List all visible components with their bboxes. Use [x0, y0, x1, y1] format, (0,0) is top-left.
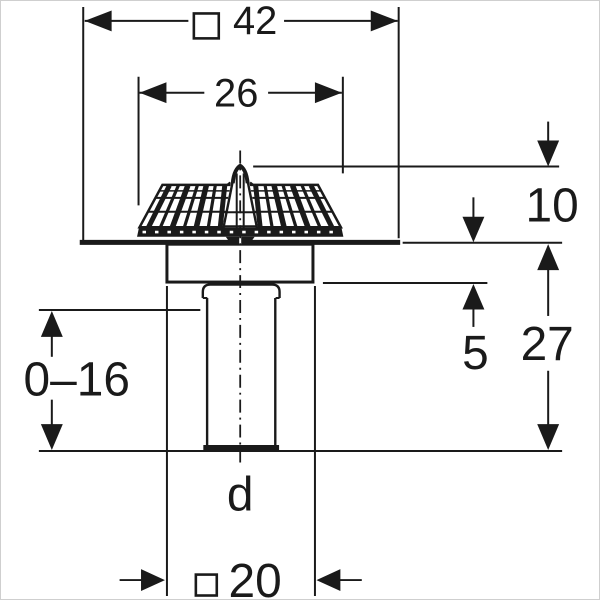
strainer-width-value: 26 [214, 72, 258, 116]
overall-width-value: 42 [233, 1, 277, 43]
dim-strainer-width: 26 [137, 72, 344, 206]
arrow-down-icon [40, 424, 63, 450]
arrow-up-icon [537, 244, 560, 271]
arrow-right-icon [314, 82, 342, 104]
arrow-left-icon [316, 569, 341, 592]
outlet-diameter-label: d [227, 468, 254, 521]
collar-height-value: 5 [462, 327, 489, 380]
spire-tip [230, 163, 250, 184]
strainer-bars [146, 184, 335, 229]
dim-strainer-height: 10 [253, 121, 579, 232]
adjustment-range-value: 0–16 [24, 354, 130, 407]
arrow-down-icon [462, 216, 485, 243]
pipe-length-value: 27 [521, 318, 574, 371]
outlet-width-value: 20 [229, 555, 282, 599]
square-symbol-icon [194, 573, 219, 597]
arrow-down-icon [537, 424, 560, 450]
arrow-up-icon [462, 284, 485, 310]
arrow-left-icon [139, 82, 167, 104]
spire-whisker [249, 181, 257, 188]
arrow-up-icon [40, 310, 63, 337]
arrow-right-icon [370, 10, 398, 32]
strainer-height-value: 10 [526, 179, 579, 232]
square-symbol-icon [192, 12, 221, 40]
dim-pipe-length: 27 [38, 241, 574, 452]
arrow-down-icon [537, 140, 560, 167]
arrow-right-icon [141, 569, 165, 592]
arrow-left-icon [84, 10, 112, 32]
dim-outlet-width: 20 [119, 286, 362, 599]
pipe-socket [201, 283, 281, 299]
dim-collar-height: 5 [322, 197, 489, 380]
spire-whisker [224, 181, 231, 188]
outlet-pipe [201, 283, 281, 450]
dim-adjustment-range: 0–16 [24, 308, 201, 450]
dim-overall-width: 42 [82, 1, 400, 241]
